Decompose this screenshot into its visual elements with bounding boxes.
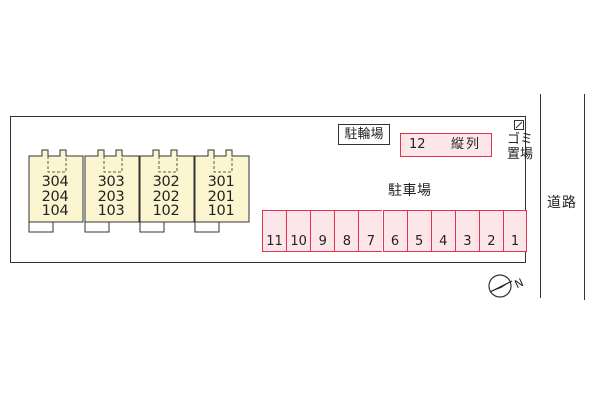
tandem-parking-space: 12 縦列 [400,133,492,157]
unit-column: 301 201 101 [194,148,250,233]
room-number: 201 [207,188,235,205]
apartment-building: 304 204 104 303 203 103 302 202 102 [28,148,250,233]
space-number: 1 [510,234,520,249]
bicycle-parking-label: 駐輪場 [338,124,390,145]
unit-column: 304 204 104 [28,148,84,233]
unit-column: 303 203 103 [84,148,140,233]
north-arrow-icon: N [488,272,528,306]
parking-space: 10 [286,210,311,252]
tandem-label: 縦列 [451,137,482,152]
room-number: 103 [97,203,125,219]
garbage-label-line: ゴミ [506,132,533,147]
parking-lot-label: 駐車場 [388,183,432,199]
parking-space: 7 [358,210,383,252]
site-boundary [10,116,526,263]
parking-space: 9 [310,210,335,252]
parking-space: 4 [430,210,455,252]
space-number: 9 [318,234,327,249]
room-number: 303 [97,174,125,190]
parking-space: 1 [503,210,528,252]
space-number: 12 [409,137,426,152]
space-number: 6 [390,234,400,249]
space-number: 5 [415,234,424,249]
parking-space: 6 [382,210,407,252]
room-number: 104 [41,203,69,219]
garbage-label-line: 置場 [506,147,533,162]
room-number: 202 [152,188,180,205]
room-number: 203 [97,188,125,205]
space-number: 8 [342,234,351,249]
parking-space: 11 [262,210,287,252]
road-edge-line [584,94,585,300]
unit-outline-icon [28,149,84,233]
space-number: 2 [487,234,496,249]
space-number: 7 [366,234,376,249]
space-number: 11 [266,234,283,249]
space-number: 4 [439,234,448,249]
unit-column: 302 202 102 [139,148,195,233]
room-number: 304 [41,174,69,190]
unit-outline-icon [194,149,250,233]
parking-space: 8 [334,210,359,252]
space-number: 3 [463,234,472,249]
unit-outline-icon [84,149,140,233]
compass-letter: N [513,276,526,291]
space-number: 10 [290,234,307,249]
parking-space: 5 [406,210,431,252]
room-number: 301 [207,174,235,190]
road-label: 道路 [547,195,577,211]
room-number: 302 [152,174,180,190]
room-number: 101 [207,203,235,219]
unit-outline-icon [139,149,195,233]
room-number: 204 [41,188,69,205]
garbage-bin-icon [514,120,524,130]
room-number: 102 [152,203,180,219]
parking-space: 2 [478,210,503,252]
garbage-area-label: ゴミ 置場 [502,132,538,162]
road-edge-line [540,94,541,298]
parking-space: 3 [454,210,479,252]
